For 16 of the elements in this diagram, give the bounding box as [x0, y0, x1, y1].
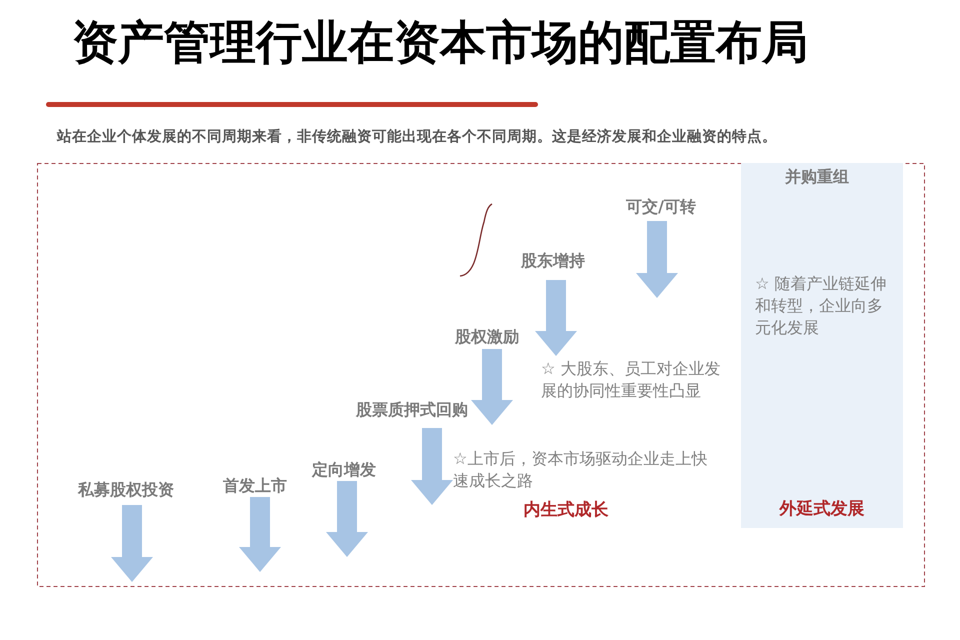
stage-heading: 内生式成长 — [524, 499, 608, 521]
note-text: ☆上市后，资本市场驱动企业走上快速成长之路 — [453, 448, 708, 492]
stage-label: 私募股权投资 — [78, 480, 174, 501]
note-text: ☆ 随着产业链延伸和转型，企业向多元化发展 — [755, 273, 888, 339]
stage-label: 股权激励 — [455, 327, 519, 348]
subtitle: 站在企业个体发展的不同周期来看，非传统融资可能出现在各个不同周期。这是经济发展和企业融资的特点。 — [57, 128, 777, 146]
title: 资产管理行业在资本市场的配置布局 — [72, 14, 808, 71]
side-panel — [741, 163, 903, 528]
stage-label: 可交/可转 — [626, 197, 696, 218]
stage-label: 股东增持 — [521, 251, 585, 272]
stage-heading: 外延式发展 — [780, 498, 864, 520]
stage-label: 并购重组 — [785, 167, 849, 188]
stage-label: 定向增发 — [312, 460, 376, 481]
stage-label: 首发上市 — [223, 476, 287, 497]
stage-label: 股票质押式回购 — [356, 400, 468, 421]
note-text: ☆ 大股东、员工对企业发展的协同性重要性凸显 — [541, 358, 722, 402]
